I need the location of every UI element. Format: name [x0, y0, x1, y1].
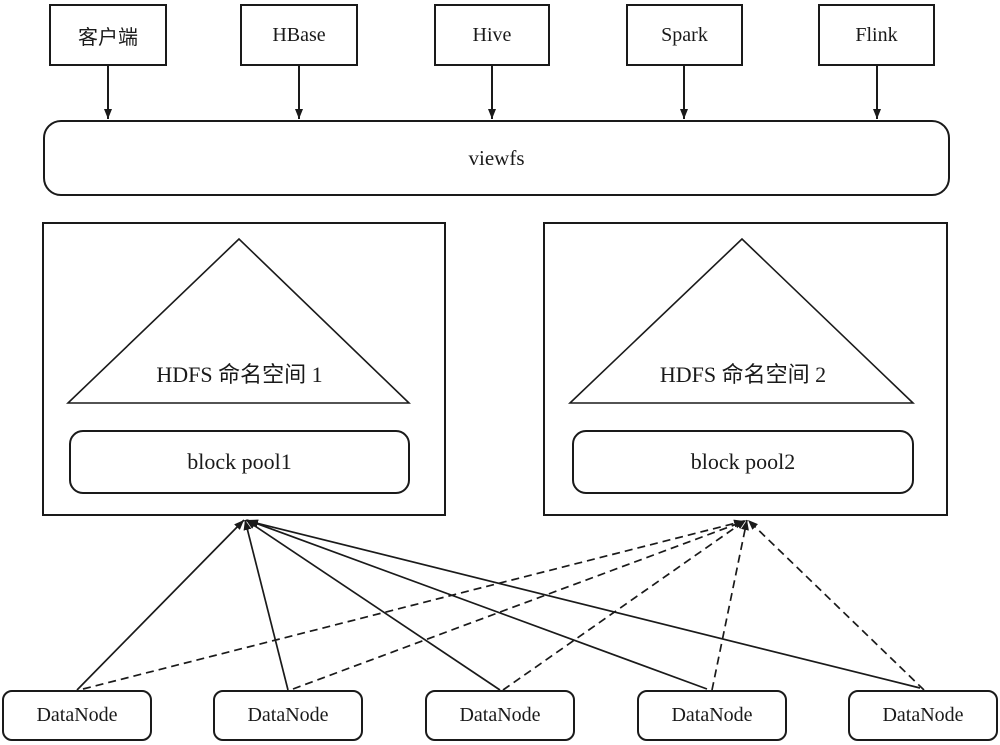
node-client: 客户端 [49, 4, 167, 66]
link-dashed-dn3-pool2 [502, 519, 747, 691]
link-dashed-dn2-pool2 [292, 520, 746, 690]
node-hive: Hive [434, 4, 550, 66]
link-dashed-dn5-pool2 [747, 519, 925, 691]
datanode-1: DataNode [2, 690, 152, 741]
link-dashed-dn4-pool2 [711, 519, 749, 691]
namespace-1-label: HDFS 命名空间 1 [156, 362, 323, 387]
viewfs-bar: viewfs [43, 120, 950, 196]
datanode-5: DataNode [848, 690, 998, 741]
namespace-2-label: HDFS 命名空间 2 [659, 362, 827, 387]
link-solid-dn3-pool1 [245, 519, 501, 691]
link-solid-dn2-pool1 [243, 519, 289, 691]
datanode-4: DataNode [637, 690, 787, 741]
link-solid-dn1-pool1 [76, 519, 245, 691]
datanode-2: DataNode [213, 690, 363, 741]
node-hbase: HBase [240, 4, 358, 66]
block-pool-2: block pool2 [572, 430, 914, 494]
link-solid-dn4-pool1 [246, 519, 708, 690]
block-pool-1: block pool1 [69, 430, 410, 494]
link-solid-dn5-pool1 [247, 519, 921, 689]
node-flink: Flink [818, 4, 935, 66]
node-spark: Spark [626, 4, 743, 66]
link-dashed-dn1-pool2 [82, 519, 745, 690]
datanode-3: DataNode [425, 690, 575, 741]
